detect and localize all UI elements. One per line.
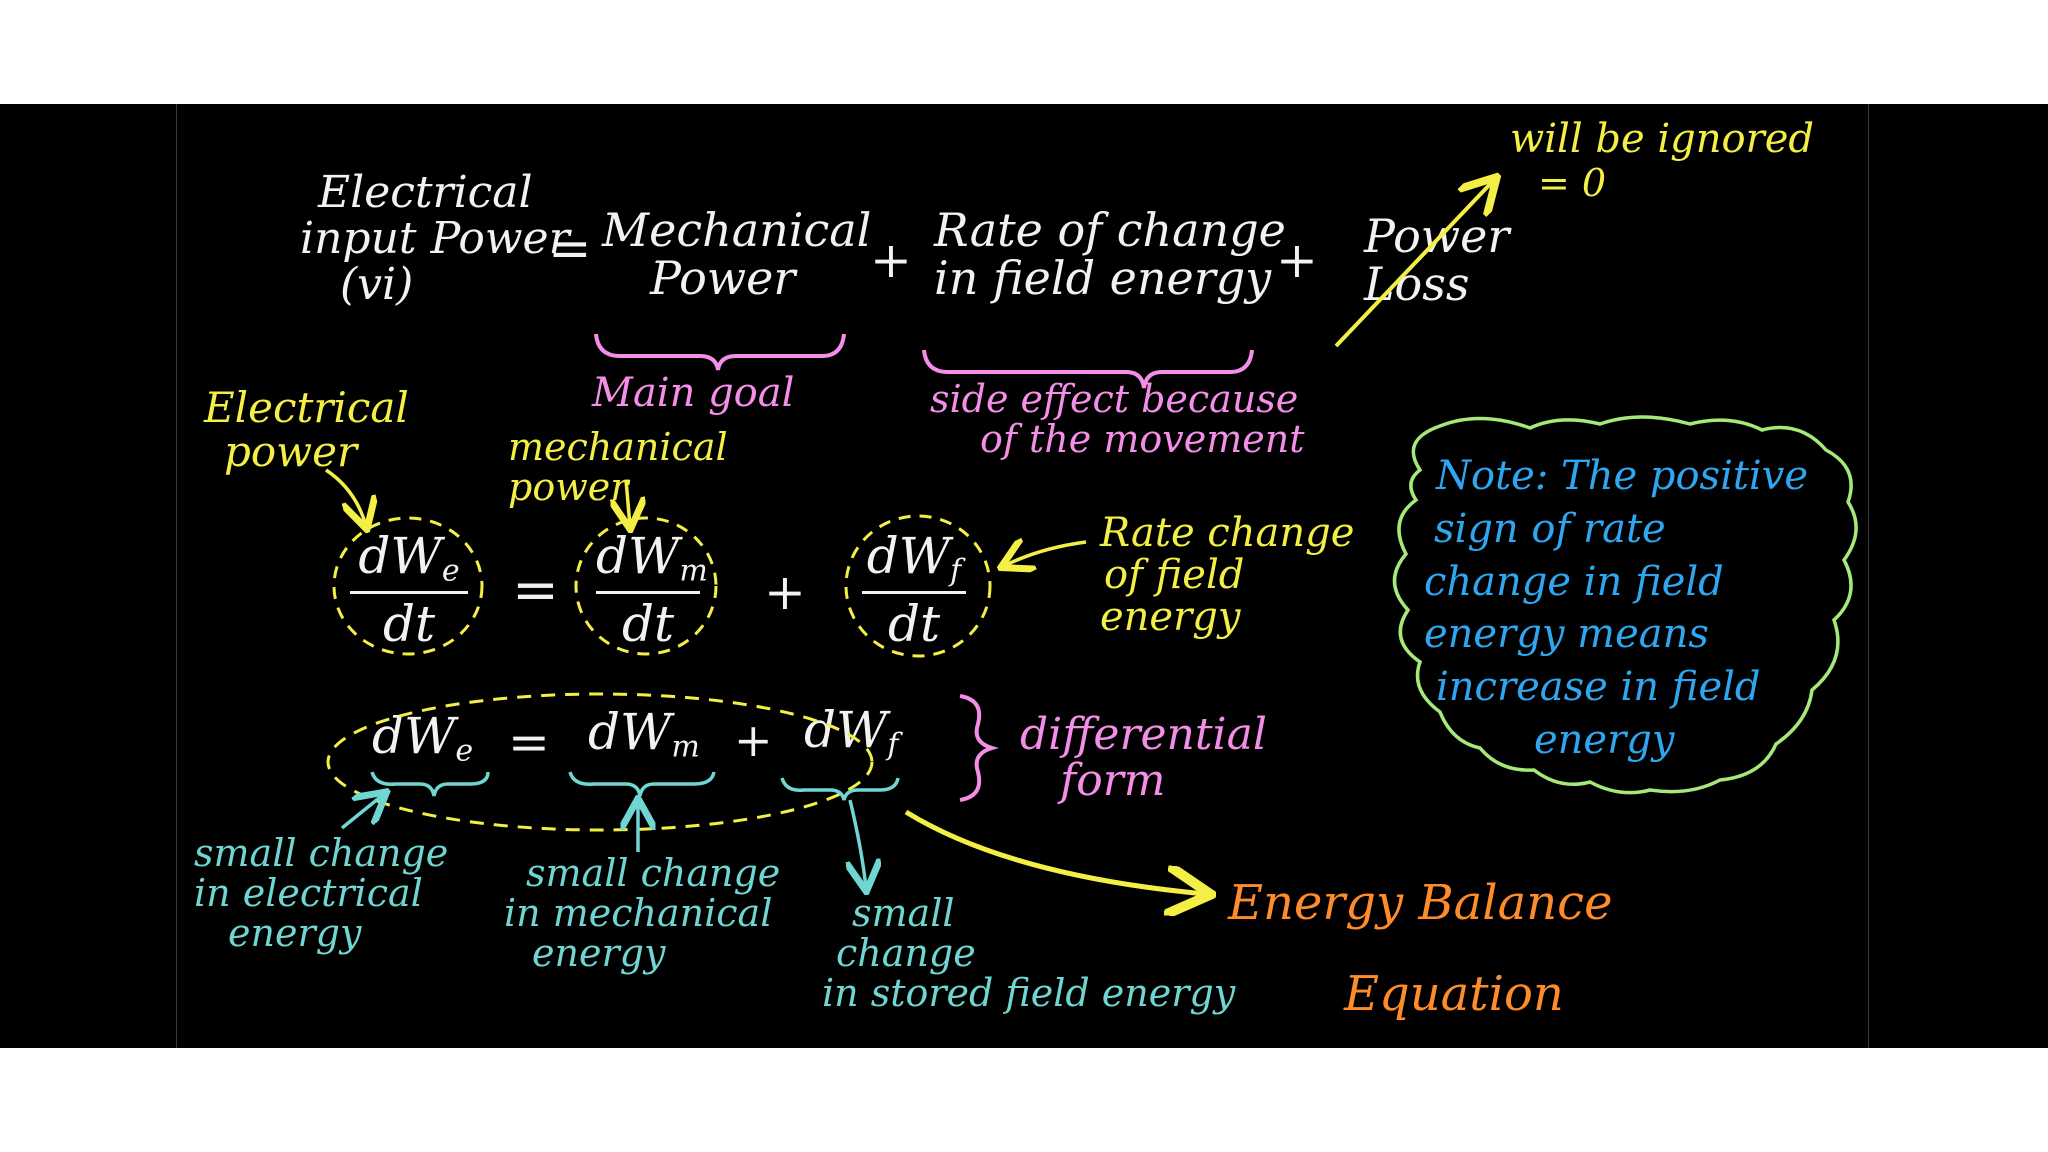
equals-zero-note: = 0: [1538, 161, 1607, 205]
positive-sign-note: Note: The positive sign of rate change i…: [1424, 453, 1808, 763]
dwm-numerator: dWm: [596, 527, 708, 589]
fraction-plus-sign: +: [764, 563, 806, 621]
differential-dwm: dWm: [588, 703, 700, 765]
will-be-ignored-note: will be ignored: [1510, 116, 1814, 162]
differential-dwf: dWf: [804, 701, 899, 763]
differential-form-label: differential form: [1020, 709, 1267, 807]
right-border-line: [1868, 104, 1869, 1048]
top-plus-sign-2: +: [1276, 231, 1318, 289]
electrical-change-arrow: [340, 794, 384, 830]
side-effect-brace: [922, 349, 1254, 389]
small-change-electrical: small change in electrical energy: [194, 831, 449, 955]
differential-dashed-ellipse: [326, 692, 874, 832]
dwf-underbrace: [780, 777, 900, 801]
dwe-dashed-circle: [332, 516, 484, 656]
electrical-input-power: Electrical input Power (vi): [300, 167, 570, 311]
dwe-dt-fraction: dWe dt: [350, 527, 468, 654]
main-goal-label: Main goal: [592, 370, 795, 416]
dwm-dt-fraction: dWm dt: [596, 527, 708, 654]
fraction-bar: [862, 591, 966, 594]
dt-denominator: dt: [621, 595, 675, 653]
dwe-numerator: dWe: [358, 527, 460, 589]
dwm-underbrace: [568, 771, 716, 797]
electrical-power-arrow: [325, 468, 366, 526]
fraction-bar: [596, 591, 700, 594]
differential-curly-brace: [959, 694, 999, 802]
dwm-dashed-circle: [574, 516, 718, 656]
fraction-equals-sign: =: [512, 558, 559, 623]
dwf-numerator: dWf: [866, 527, 962, 589]
mechanical-power-term: Mechanical Power: [602, 203, 872, 306]
dt-denominator: dt: [887, 595, 941, 653]
dt-denominator: dt: [382, 595, 436, 653]
top-equals-sign: =: [548, 219, 592, 279]
differential-plus-sign: +: [734, 713, 773, 767]
strike-arrow: [1334, 180, 1494, 348]
small-change-stored: small change in stored field energy: [822, 891, 1236, 1015]
blackboard: [0, 104, 2048, 1048]
rate-change-arrow: [1004, 542, 1087, 566]
field-energy-term: Rate of change in field energy: [934, 203, 1286, 306]
left-border-line: [176, 104, 177, 1048]
main-goal-brace: [594, 333, 846, 371]
side-effect-label: side effect because of the movement: [930, 377, 1305, 461]
mechanical-power-arrow: [626, 479, 630, 526]
fraction-bar: [350, 591, 468, 594]
rate-change-label: Rate change of field energy: [1100, 510, 1355, 640]
note-cloud-border: [1392, 415, 1858, 795]
energy-balance-arrow: [904, 809, 1206, 894]
top-plus-sign-1: +: [870, 231, 912, 289]
energy-balance-equation-label: Energy Balance Equation: [1228, 875, 1613, 1023]
small-change-mechanical: small change in mechanical energy: [504, 851, 781, 975]
dwe-underbrace: [370, 771, 490, 797]
stored-change-arrow: [850, 799, 866, 888]
dwf-dashed-circle: [844, 514, 992, 658]
electrical-power-label: Electrical power: [204, 383, 409, 477]
differential-equals-sign: =: [508, 713, 550, 771]
dwf-dt-fraction: dWf dt: [862, 527, 966, 654]
mechanical-power-label: mechanical power: [508, 425, 728, 509]
